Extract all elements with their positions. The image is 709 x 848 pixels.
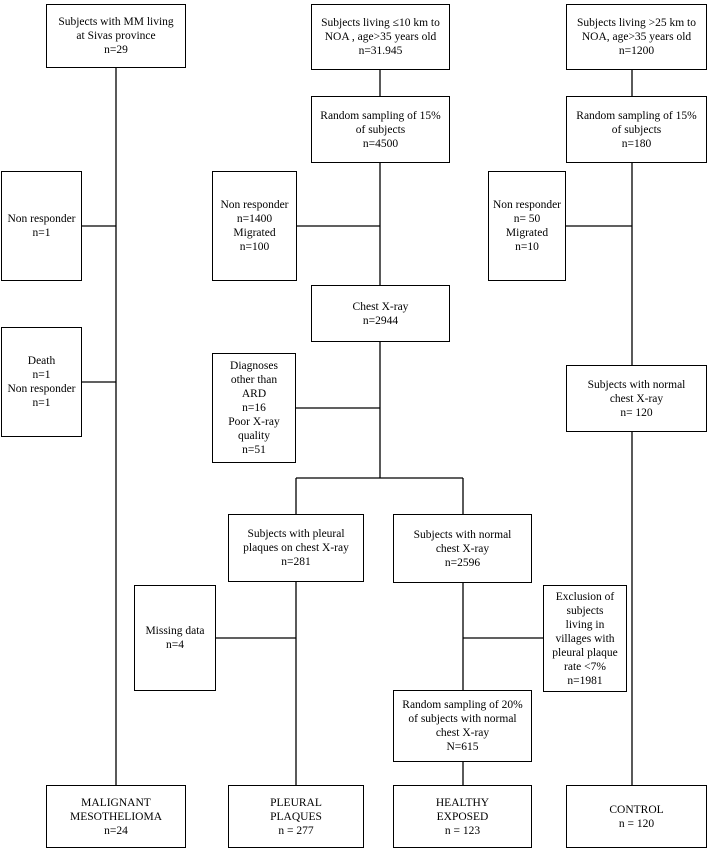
box-text-line: Random sampling of 15%: [576, 109, 697, 122]
box-text-line: of subjects: [355, 123, 406, 136]
box-text-line: n=1981: [567, 674, 603, 687]
box-text-line: Non responder: [492, 199, 562, 211]
missing-data-box: Missing data n=4: [134, 585, 216, 691]
box-text-line: n= 120: [620, 406, 653, 419]
box-text-line: Migrated: [233, 227, 276, 239]
box-text-line: n = 277: [278, 824, 314, 837]
box-text-line: other than: [230, 374, 278, 386]
box-text-line: n=51: [242, 444, 266, 456]
box-text-line: Diagnoses: [230, 360, 278, 372]
box-text-line: n=1: [32, 369, 51, 381]
box-text-line: subjects: [566, 604, 604, 617]
box-text-line: Subjects living >25 km to: [577, 17, 696, 29]
box-text-line: rate <7%: [564, 660, 606, 673]
box-text-line: n=1: [32, 227, 51, 239]
box-text-line: quality: [238, 430, 270, 442]
box-text-line: n=4: [166, 639, 184, 651]
box-text-line: Exclusion of: [555, 590, 615, 603]
box-text-line: Random sampling of 15%: [320, 109, 441, 122]
box-text-line: Non responder: [7, 213, 76, 225]
box-text-line: living in: [565, 618, 605, 631]
box-text-line: Subjects with normal: [413, 528, 512, 541]
box-text-line: Death: [27, 355, 56, 367]
box-text-line: n=2944: [362, 314, 399, 327]
box-text-line: chest X-ray: [435, 542, 490, 555]
box-text-line: ARD: [241, 388, 267, 400]
mm-nonresponder-box: Non responder n=1: [1, 171, 82, 281]
box-text-line: n= 50: [513, 213, 541, 225]
pleural-plaques-xray-box: Subjects with pleural plaques on chest X-…: [228, 514, 364, 582]
box-text-line: n=100: [239, 241, 270, 253]
box-text-line: Non responder: [220, 199, 289, 211]
box-text-line: of subjects: [611, 123, 662, 136]
box-text-line: n=16: [242, 402, 266, 414]
box-text-line: Missing data: [145, 625, 205, 637]
box-text-line: pleural plaque: [552, 646, 618, 659]
box-text-line: n=10: [515, 241, 539, 253]
box-text-line: NOA , age>35 years old: [324, 31, 437, 43]
near-noa-start-box: Subjects living ≤10 km to NOA , age>35 ye…: [311, 4, 450, 70]
box-text-line: Non responder: [7, 383, 76, 395]
box-text-line: n=29: [104, 44, 128, 56]
box-text-line: Subjects with MM living: [58, 16, 174, 28]
box-text-line: villages with: [555, 632, 615, 645]
box-text-line: Subjects living ≤10 km to: [321, 17, 440, 29]
box-text-line: PLEURAL: [270, 796, 322, 809]
box-text-line: HEALTHY: [435, 796, 490, 809]
box-text-line: PLAQUES: [270, 810, 322, 823]
box-text-line: n=281: [281, 556, 311, 568]
box-text-line: of subjects with normal: [408, 713, 517, 725]
box-text-line: MALIGNANT: [81, 796, 151, 809]
far-nonresponder-box: Non responder n= 50 Migrated n=10: [488, 171, 566, 281]
box-text-line: n=31.945: [358, 45, 403, 57]
box-text-line: n = 120: [618, 817, 655, 830]
box-text-line: Chest X-ray: [352, 300, 409, 313]
box-text-line: n=180: [621, 137, 652, 150]
box-text-line: Migrated: [505, 227, 549, 239]
box-text-line: Random sampling of 20%: [402, 699, 523, 711]
far-noa-start-box: Subjects living >25 km to NOA, age>35 yea…: [566, 4, 707, 70]
box-text-line: n = 123: [444, 824, 481, 837]
box-text-line: EXPOSED: [436, 810, 489, 823]
box-text-line: Subjects with normal: [587, 378, 686, 391]
box-text-line: n=24: [104, 824, 128, 837]
box-text-line: plaques on chest X-ray: [243, 542, 349, 554]
box-text-line: CONTROL: [609, 803, 664, 816]
box-text-line: MESOTHELIOMA: [70, 810, 162, 823]
random-sampling-20-box: Random sampling of 20% of subjects with n…: [393, 690, 532, 762]
box-text-line: n=1: [32, 397, 51, 409]
box-text-line: n=1400: [236, 213, 273, 225]
box-text-line: Poor X-ray: [228, 416, 280, 428]
box-text-line: chest X-ray: [609, 392, 664, 405]
mm-start-box: Subjects with MM living at Sivas province…: [46, 4, 186, 68]
box-text-line: n=2596: [444, 556, 481, 569]
box-text-line: n=4500: [362, 137, 399, 150]
box-text-line: N=615: [446, 741, 479, 753]
box-text-line: NOA, age>35 years old: [581, 31, 692, 43]
box-text-line: at Sivas province: [76, 30, 156, 42]
box-text-line: chest X-ray: [435, 727, 490, 739]
box-text-line: n=1200: [618, 45, 655, 57]
box-text-line: Subjects with pleural: [247, 528, 345, 540]
